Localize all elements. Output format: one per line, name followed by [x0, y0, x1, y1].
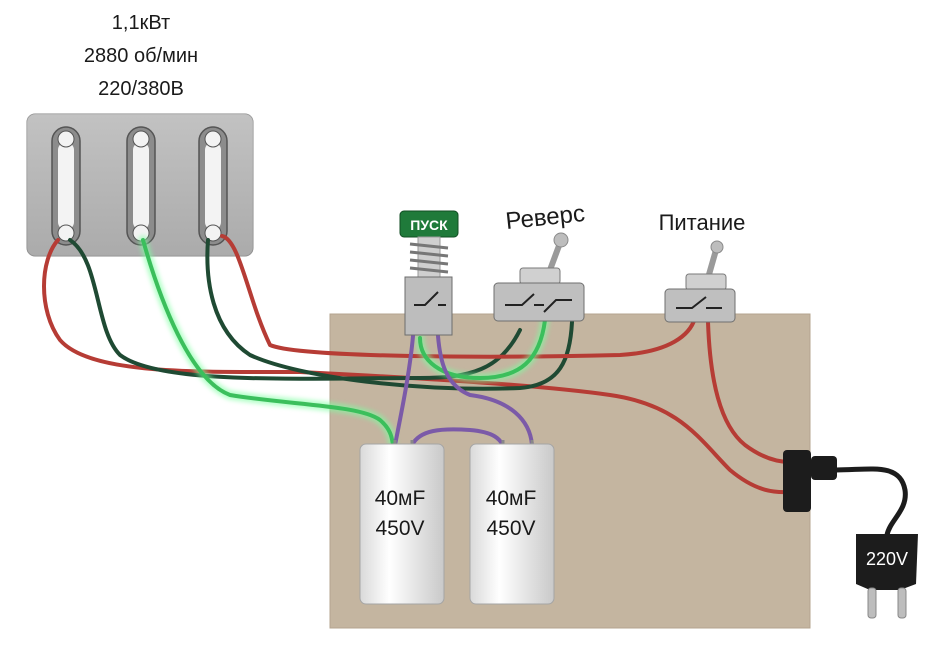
motor-power-label: 1,1кВт	[112, 12, 170, 34]
start-button-spring	[409, 236, 449, 278]
wire-green-motor-2	[141, 238, 395, 447]
terminal-jumper-3	[198, 126, 228, 246]
capacitor-1: 40мF 450V	[359, 440, 445, 605]
capacitor-1-voltage: 450V	[375, 517, 424, 540]
wire-purple-2	[436, 334, 534, 447]
capacitor-1-capacitance: 40мF	[375, 487, 426, 510]
motor-terminal-block	[26, 113, 254, 257]
capacitor-2: 40мF 450V	[469, 440, 555, 605]
plug-pin-right	[897, 587, 907, 619]
cord-connector	[783, 450, 908, 538]
power-plug: 220V	[856, 534, 918, 619]
wire-green-start-reverse	[418, 318, 547, 380]
wire-purple-3	[410, 427, 505, 447]
capacitor-2-voltage: 450V	[486, 517, 535, 540]
reverse-toggle-switch[interactable]: Реверс	[493, 200, 586, 322]
wires	[42, 234, 792, 495]
motor-voltage-label: 220/380В	[98, 78, 184, 100]
terminal-jumper-2	[126, 126, 156, 246]
plug-pin-left	[867, 587, 877, 619]
plug-voltage-label: 220V	[866, 549, 908, 569]
terminal-jumper-1	[51, 126, 81, 246]
power-toggle-switch[interactable]: Питание	[659, 210, 746, 323]
wire-purple-1	[393, 334, 415, 447]
capacitor-2-capacitance: 40мF	[486, 487, 537, 510]
wire-red-power-plug	[706, 320, 792, 464]
wire-darkgreen-motor-1	[68, 238, 522, 381]
start-button-label: ПУСК	[410, 217, 448, 233]
wire-red-motor-3	[220, 234, 697, 359]
power-label: Питание	[659, 210, 746, 235]
wire-darkgreen-motor-3	[205, 238, 574, 391]
motor-speed-label: 2880 об/мин	[84, 45, 198, 67]
reverse-label: Реверс	[504, 200, 586, 235]
start-button-assembly: ПУСК	[399, 210, 459, 336]
